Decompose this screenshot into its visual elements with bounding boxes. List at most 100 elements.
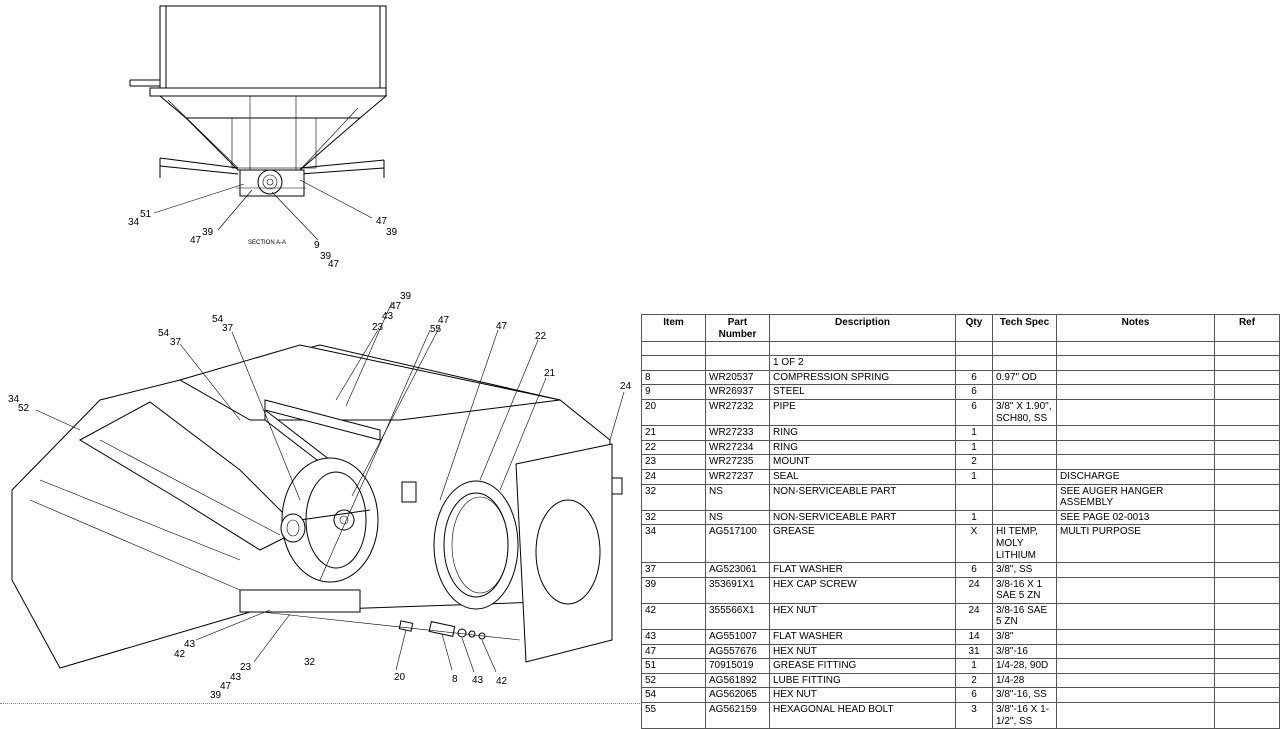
callout-47: 47 [328, 259, 340, 270]
callout-43: 43 [230, 672, 242, 683]
cell-ref [1214, 658, 1280, 674]
table-row-page-marker: 1 OF 2 [641, 355, 1280, 371]
cell-notes: DISCHARGE [1056, 468, 1215, 485]
page-marker: 1 OF 2 [769, 355, 956, 371]
cell-ref [1214, 562, 1280, 578]
cell-part-number: AG561892 [705, 672, 770, 689]
cell-ref [1214, 687, 1280, 704]
cell-part-number: WR26937 [705, 384, 770, 400]
cell-tech-spec: 3/8" [992, 629, 1057, 645]
cell-tech-spec: 1/4-28 [992, 672, 1057, 689]
cell-part-number: AG557676 [705, 643, 770, 660]
cell-ref [1214, 524, 1280, 564]
cell-notes [1056, 576, 1215, 604]
cell-description: GREASE [769, 524, 956, 564]
callout-9: 9 [314, 240, 320, 251]
callout-39: 39 [320, 251, 332, 262]
cell-part-number: WR27237 [705, 468, 770, 485]
cell-description: HEX NUT [769, 687, 956, 704]
table-header-row: Item Part Number Description Qty Tech Sp… [641, 313, 1280, 343]
cell-item: 37 [641, 562, 706, 578]
cell-description: LUBE FITTING [769, 672, 956, 689]
cell-description: COMPRESSION SPRING [769, 369, 956, 386]
cell-notes [1056, 702, 1215, 729]
cell-tech-spec [992, 509, 1057, 526]
callout-37: 37 [170, 337, 182, 348]
callout-34: 34 [8, 394, 20, 405]
cell-part-number: NS [705, 483, 770, 511]
header-item: Item [641, 313, 706, 343]
cell-notes [1056, 384, 1215, 400]
cell-ref [1214, 602, 1280, 631]
cell-item: 8 [641, 369, 706, 386]
cell-item: 51 [641, 658, 706, 674]
cell-item: 43 [641, 629, 706, 645]
cell-tech-spec: 3/8"-16 X 1-1/2", SS [992, 702, 1057, 729]
cell-tech-spec [992, 425, 1057, 441]
callout-24: 24 [620, 381, 632, 392]
cell-item: 9 [641, 384, 706, 400]
cell-description: HEXAGONAL HEAD BOLT [769, 702, 956, 729]
callout-47: 47 [376, 216, 388, 227]
callout-37: 37 [222, 323, 234, 334]
cell-qty: 1 [955, 439, 993, 456]
cell-qty: 2 [955, 454, 993, 470]
callout-51: 51 [140, 209, 152, 220]
cell-ref [1214, 398, 1280, 427]
callout-54: 54 [158, 328, 170, 339]
cell-tech-spec: 3/8"-16, SS [992, 687, 1057, 704]
cell-part-number: WR27232 [705, 398, 770, 427]
callout-22: 22 [535, 331, 547, 342]
cell-item: 39 [641, 576, 706, 604]
cell-notes [1056, 454, 1215, 470]
cell-description: NON-SERVICEABLE PART [769, 483, 956, 511]
cell-item: 55 [641, 702, 706, 729]
cell-item: 54 [641, 687, 706, 704]
callout-20: 20 [394, 672, 406, 683]
callout-34: 34 [128, 217, 140, 228]
cell-ref [1214, 629, 1280, 645]
header-description: Description [769, 313, 956, 343]
cell-tech-spec: 3/8-16 X 1 SAE 5 ZN [992, 576, 1057, 604]
callout-47: 47 [496, 321, 508, 332]
cell-notes [1056, 425, 1215, 441]
section-a-a-view: 51 34 47 39 47 39 9 39 47 SECTION A-A [128, 5, 398, 270]
callout-8: 8 [452, 674, 458, 685]
cell-description: RING [769, 439, 956, 456]
cell-tech-spec [992, 454, 1057, 470]
header-part-number: Part Number [705, 313, 770, 343]
cell-part-number: WR20537 [705, 369, 770, 386]
cell-qty: 6 [955, 384, 993, 400]
cell-item: 42 [641, 602, 706, 631]
cell-part-number: NS [705, 509, 770, 526]
cell-tech-spec: 3/8-16 SAE 5 ZN [992, 602, 1057, 631]
cell-description: PIPE [769, 398, 956, 427]
cell-notes: MULTI PURPOSE [1056, 524, 1215, 564]
cell-notes [1056, 602, 1215, 631]
cell-part-number: 70915019 [705, 658, 770, 674]
cell-tech-spec: HI TEMP, MOLY LITHIUM [992, 524, 1057, 564]
cell-qty: 24 [955, 602, 993, 631]
cell-part-number: AG551007 [705, 629, 770, 645]
callout-39: 39 [386, 227, 398, 238]
section-label: SECTION A-A [248, 240, 286, 246]
cell-ref [1214, 454, 1280, 470]
cell-tech-spec: 3/8"-16 [992, 643, 1057, 660]
exploded-view-drawing: 51 34 47 39 47 39 9 39 47 SECTION A-A [8, 5, 632, 701]
cell-part-number: WR27235 [705, 454, 770, 470]
cell-part-number: AG562159 [705, 702, 770, 729]
callout-39: 39 [210, 690, 222, 701]
cell-ref [1214, 509, 1280, 526]
cell-description: GREASE FITTING [769, 658, 956, 674]
